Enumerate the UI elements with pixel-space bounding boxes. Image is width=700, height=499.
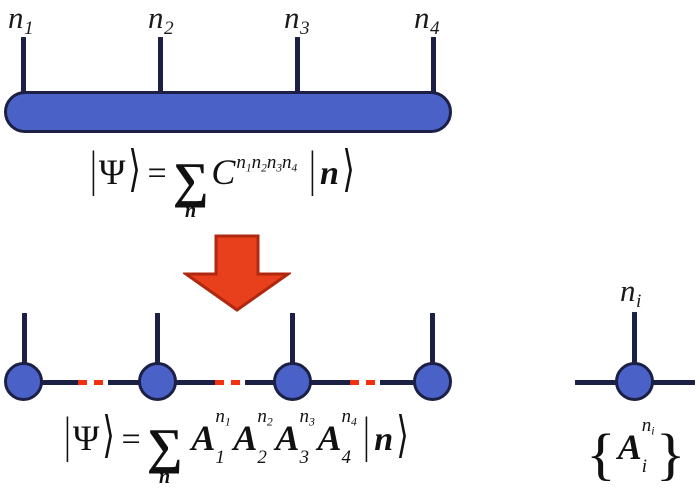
brace-close: }	[655, 423, 686, 487]
sum-symbol: ∑	[172, 151, 209, 208]
top-tensor-leg-1	[21, 37, 26, 95]
mps-bond-2-right	[245, 380, 289, 385]
equals-sign-2: =	[121, 421, 141, 458]
leg-label-n4: n4	[414, 0, 440, 40]
mps-bond-3-dashed	[350, 380, 382, 385]
ket-open-bar: |	[90, 142, 97, 197]
sum-subscript-2: n	[159, 465, 171, 488]
coefficient-C: C	[211, 152, 236, 192]
ket-n-open-bar: |	[309, 142, 316, 197]
ket-open-bar-2: |	[64, 408, 71, 463]
equals-sign: =	[147, 155, 167, 192]
ket-n-symbol: n	[320, 155, 339, 192]
leg-label-n2: n2	[148, 0, 174, 40]
mps-node-4	[413, 362, 452, 401]
sum-symbol-2: ∑	[146, 417, 183, 474]
summation-group-2: ∑n	[146, 417, 183, 487]
leg-label-n1: n1	[8, 0, 34, 40]
mps-bond-2-dashed	[215, 380, 247, 385]
brace-open: {	[586, 423, 616, 487]
mps-leg-1	[22, 313, 27, 369]
generic-tensor-leg-label: ni	[620, 273, 642, 313]
top-tensor-leg-2	[158, 37, 163, 95]
ket-close-angle-2: ⟩	[102, 408, 116, 463]
leg-label-n3: n3	[284, 0, 310, 40]
top-tensor-leg-3	[295, 37, 300, 95]
mps-bond-3-left	[303, 380, 351, 385]
mps-node-1	[4, 362, 43, 401]
mps-bond-1-left	[35, 380, 79, 385]
mps-leg-2	[155, 313, 160, 369]
mps-bond-3-right	[380, 380, 424, 385]
mps-bond-1-dashed	[78, 380, 110, 385]
mps-leg-4	[430, 313, 435, 369]
psi-symbol-2: Ψ	[72, 418, 100, 458]
mps-bond-1-right	[108, 380, 150, 385]
top-tensor-leg-4	[431, 37, 436, 95]
summation-group: ∑n	[172, 151, 209, 221]
ket-close-angle: ⟩	[128, 142, 142, 197]
ket-n-close-angle-2: ⟩	[396, 408, 409, 463]
generic-tensor-leg	[632, 312, 637, 368]
generic-tensor-node	[615, 362, 654, 401]
ket-n-open-bar-2: |	[363, 408, 371, 463]
mps-leg-3	[290, 313, 295, 369]
down-arrow-icon	[181, 234, 293, 312]
mps-bond-2-left	[168, 380, 216, 385]
top-tensor-blob	[4, 91, 452, 133]
mps-node-2	[138, 362, 177, 401]
sum-subscript: n	[185, 199, 197, 222]
coefficient-superscript: n1n2n3n4	[236, 151, 298, 175]
ket-n-symbol-2: n	[374, 421, 394, 458]
mps-node-3	[273, 362, 312, 401]
psi-symbol: Ψ	[98, 152, 126, 192]
ket-n-close-angle: ⟩	[342, 142, 355, 197]
